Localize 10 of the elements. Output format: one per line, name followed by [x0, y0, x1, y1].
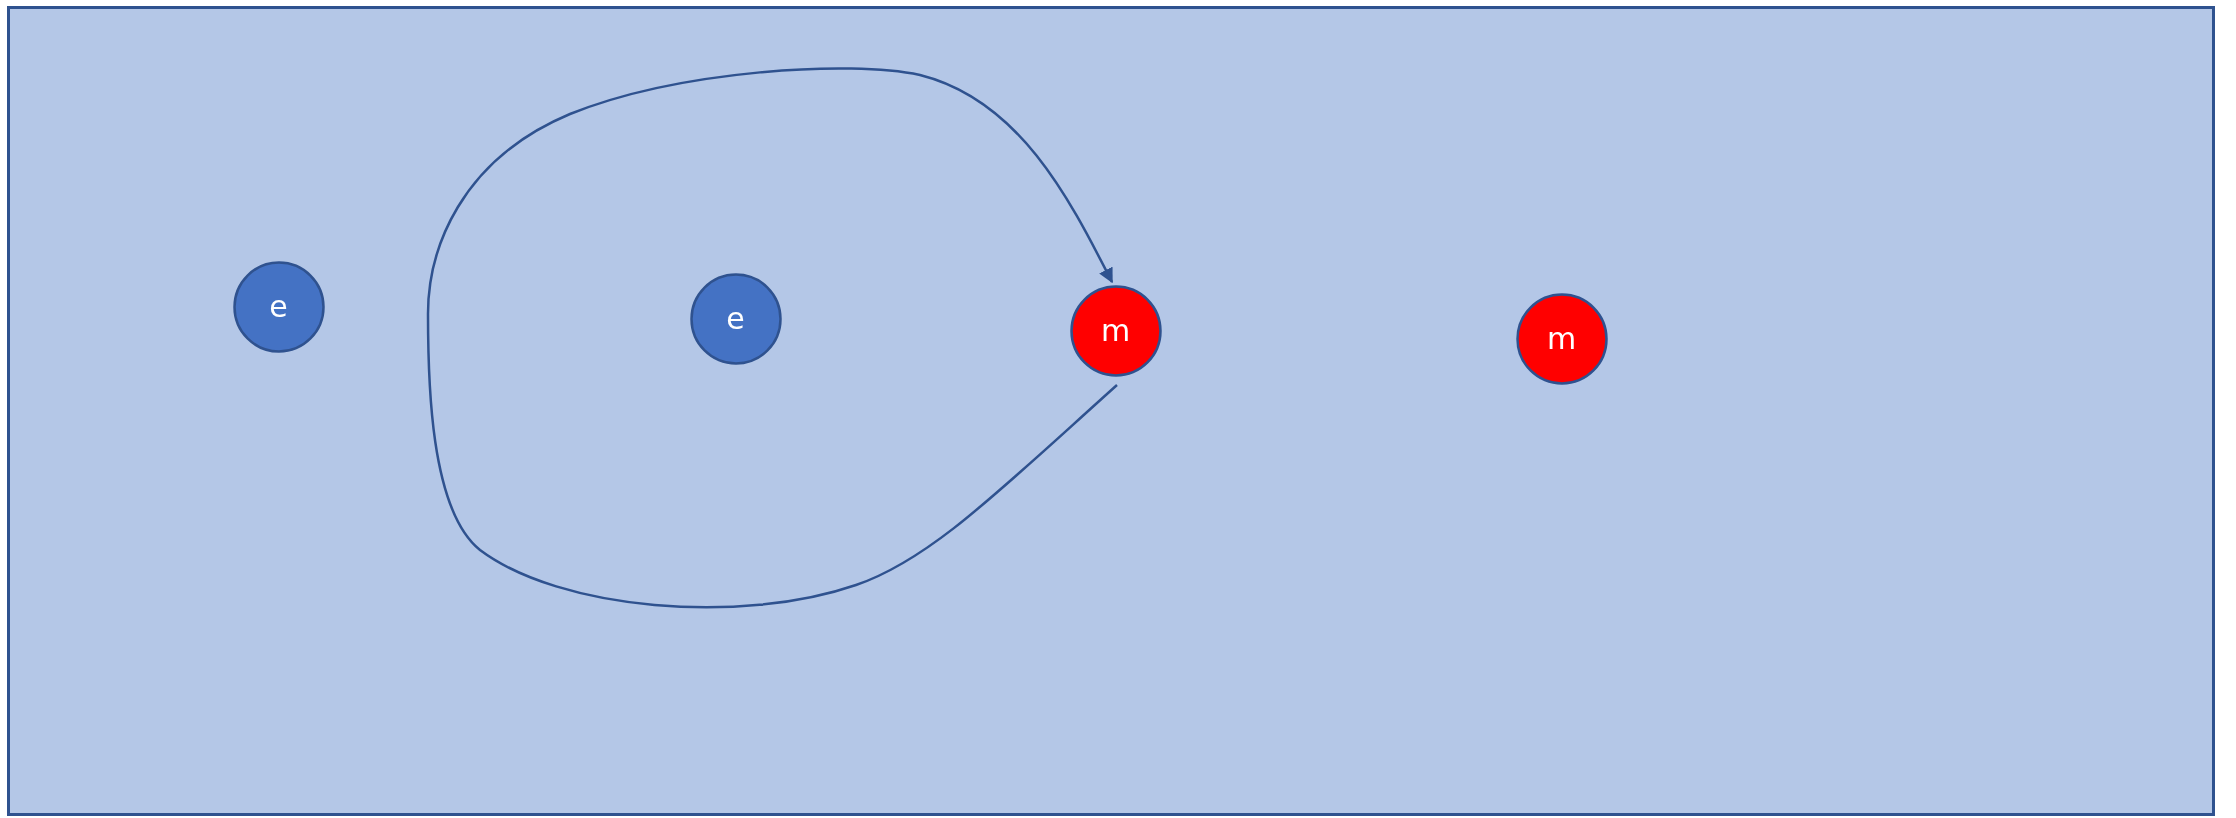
- node-label: m: [1546, 323, 1577, 354]
- node-label: m: [1100, 315, 1131, 346]
- node-label: e: [726, 303, 745, 334]
- circle-node: [1515, 292, 1608, 385]
- circle-node: [689, 272, 782, 365]
- circle-node: [1069, 284, 1162, 377]
- circle-node: [232, 260, 325, 353]
- node-label: e: [269, 291, 288, 322]
- arrow: [426, 67, 1118, 609]
- panel-background: [7, 6, 2215, 816]
